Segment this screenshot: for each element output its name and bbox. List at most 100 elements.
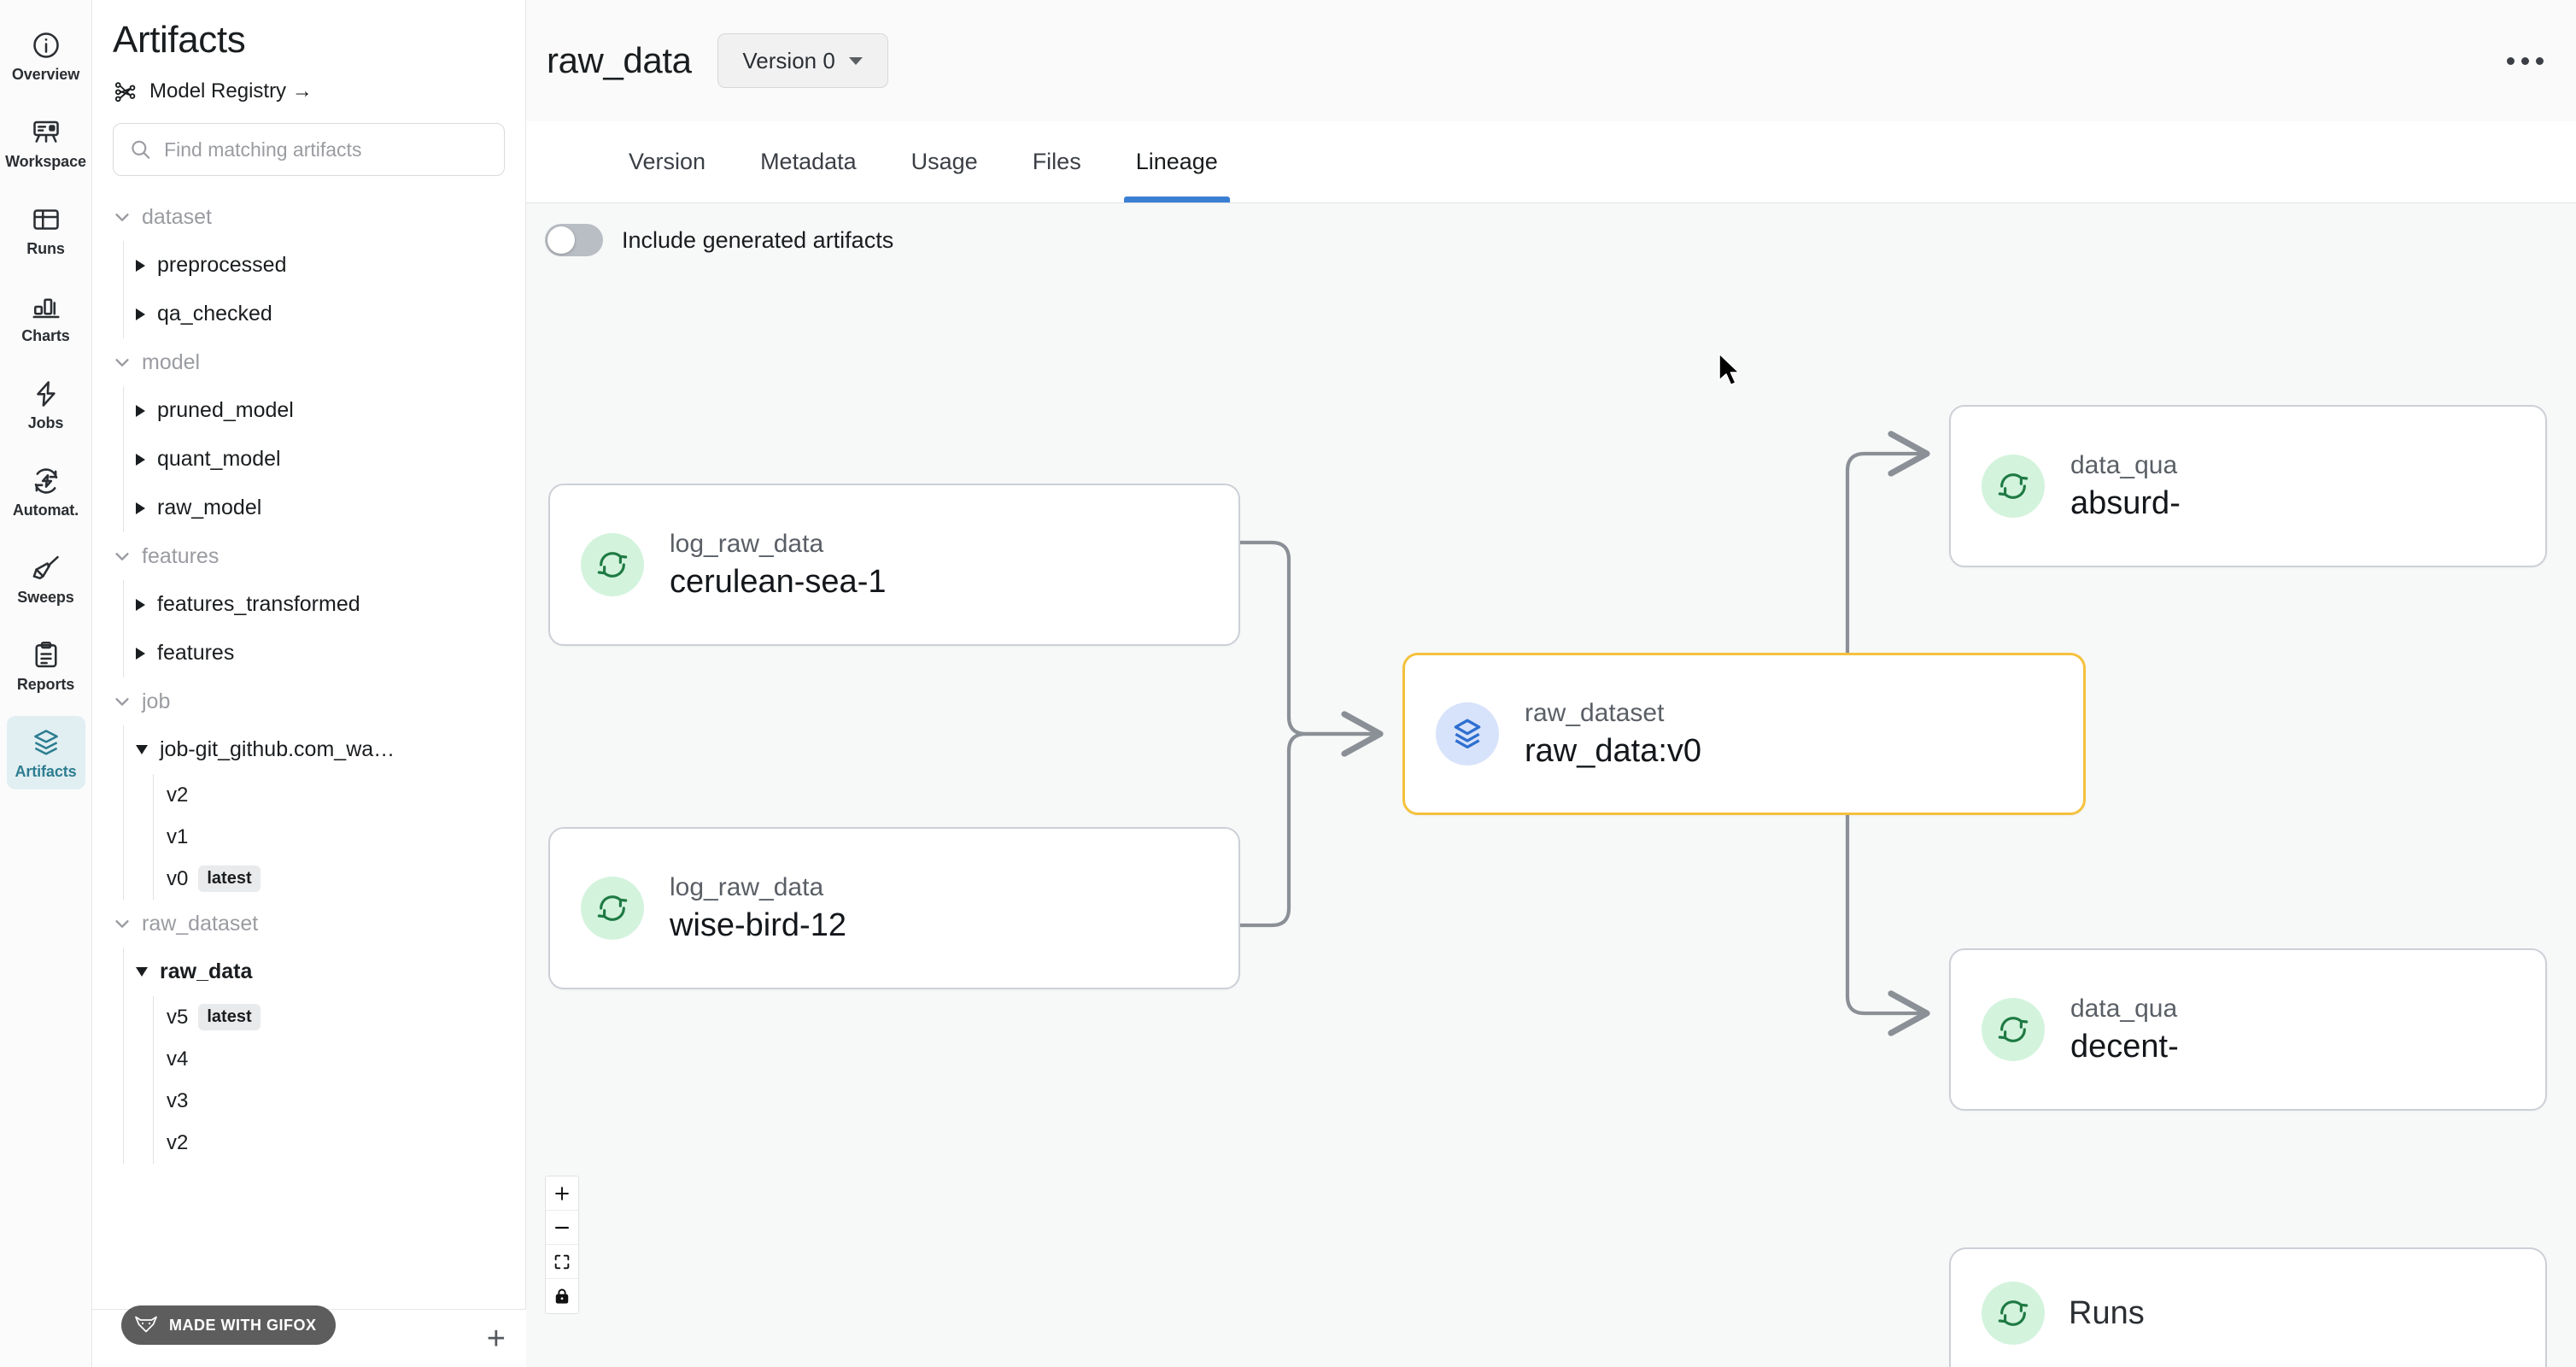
artifact-tree-node[interactable]: pruned_model <box>124 386 525 435</box>
tab-metadata[interactable]: Metadata <box>733 121 884 202</box>
artifact-tree-node[interactable]: qa_checked <box>124 290 525 338</box>
artifact-node-label: preprocessed <box>157 253 287 277</box>
artifact-node-label: pruned_model <box>157 398 294 422</box>
node-subtitle: log_raw_data <box>670 872 824 901</box>
tab-label: Version <box>629 149 706 174</box>
triangle-right-icon[interactable] <box>136 308 145 320</box>
node-subtitle: log_raw_data <box>670 529 824 558</box>
artifact-tree-node[interactable]: job-git_github.com_wa… <box>124 725 525 774</box>
tab-files[interactable]: Files <box>1005 121 1109 202</box>
latest-badge: latest <box>198 865 261 892</box>
lineage-node-artifact-selected[interactable]: raw_dataset raw_data:v0 <box>1402 653 2086 815</box>
gifox-label: MADE WITH GIFOX <box>169 1316 317 1334</box>
zoom-controls <box>545 1176 579 1314</box>
triangle-right-icon[interactable] <box>136 598 145 611</box>
rail-label: Automat. <box>12 501 79 519</box>
tab-version[interactable]: Version <box>601 121 733 202</box>
runs-panel-title: Runs <box>2069 1294 2145 1331</box>
tab-lineage[interactable]: Lineage <box>1109 121 1245 202</box>
version-select[interactable]: Version 0 <box>717 33 888 88</box>
zoom-out-button[interactable] <box>546 1211 578 1245</box>
run-refresh-icon <box>1998 1017 2029 1042</box>
artifact-version-item[interactable]: v2 <box>154 1122 525 1164</box>
artifact-search-box[interactable] <box>113 123 505 176</box>
version-label: v4 <box>167 1047 189 1071</box>
artifact-tree-node[interactable]: features_transformed <box>124 580 525 629</box>
model-registry-link[interactable]: Model Registry → <box>92 62 525 104</box>
artifacts-sidebar: Artifacts Model Registry → datasetprepro… <box>92 0 526 1367</box>
artifact-type-group-header[interactable]: model <box>113 338 525 386</box>
run-refresh-icon <box>1998 1300 2029 1326</box>
artifact-version-item[interactable]: v2 <box>154 774 525 816</box>
dot <box>2507 56 2515 65</box>
lock-icon <box>555 1288 569 1304</box>
rail-item-jobs[interactable]: Jobs <box>7 367 85 441</box>
triangle-right-icon[interactable] <box>136 404 145 417</box>
artifact-type-group-header[interactable]: features <box>113 532 525 580</box>
triangle-right-icon[interactable] <box>136 647 145 660</box>
artifact-type-group-header[interactable]: job <box>113 678 525 725</box>
rail-item-sweeps[interactable]: Sweeps <box>7 542 85 615</box>
overflow-menu-button[interactable] <box>2507 56 2544 65</box>
artifact-tree-node[interactable]: raw_model <box>124 484 525 532</box>
artifact-version-item[interactable]: v1 <box>154 816 525 858</box>
gifox-watermark: MADE WITH GIFOX <box>121 1305 336 1345</box>
group-label: raw_dataset <box>142 911 259 936</box>
lock-button[interactable] <box>546 1279 578 1313</box>
fit-view-button[interactable] <box>546 1245 578 1279</box>
model-registry-graph-icon <box>114 82 136 103</box>
artifact-version-item[interactable]: v3 <box>154 1080 525 1122</box>
run-refresh-icon <box>597 895 628 921</box>
include-generated-artifacts-toggle[interactable] <box>545 224 603 256</box>
artifact-tree-node[interactable]: quant_model <box>124 435 525 484</box>
lineage-node-run[interactable]: log_raw_data cerulean-sea-1 <box>548 484 1240 646</box>
run-icon-badge <box>1982 998 2045 1061</box>
artifact-node-label: raw_data <box>160 959 253 983</box>
zoom-in-button[interactable] <box>546 1176 578 1211</box>
rail-item-reports[interactable]: Reports <box>7 629 85 702</box>
triangle-right-icon[interactable] <box>136 502 145 514</box>
lineage-node-run[interactable]: data_qua decent- <box>1949 948 2547 1111</box>
rail-label: Sweeps <box>17 588 74 606</box>
group-label: job <box>142 689 171 713</box>
lineage-node-run[interactable]: log_raw_data wise-bird-12 <box>548 827 1240 989</box>
triangle-down-icon[interactable] <box>136 745 148 754</box>
artifact-tree-node[interactable]: features <box>124 629 525 678</box>
add-artifact-button[interactable]: + <box>486 1320 506 1357</box>
tab-label: Lineage <box>1135 149 1218 174</box>
artifact-tree-node[interactable]: raw_data <box>124 948 525 996</box>
tab-usage[interactable]: Usage <box>884 121 1005 202</box>
artifact-version-item[interactable]: v4 <box>154 1038 525 1080</box>
triangle-right-icon[interactable] <box>136 453 145 466</box>
search-input[interactable] <box>164 138 489 161</box>
rail-item-automations[interactable]: Automat. <box>7 455 85 528</box>
rail-item-runs[interactable]: Runs <box>7 193 85 267</box>
run-refresh-icon <box>1998 473 2029 499</box>
artifact-type-group-header[interactable]: dataset <box>113 193 525 241</box>
rail-item-artifacts[interactable]: Artifacts <box>6 716 85 789</box>
artifact-type-group-header[interactable]: raw_dataset <box>113 900 525 948</box>
rail-item-workspace[interactable]: Workspace <box>5 106 86 179</box>
artifact-node-text: raw_dataset raw_data:v0 <box>1525 699 1701 770</box>
chevron-down-icon <box>848 56 863 65</box>
lineage-node-run[interactable]: data_qua absurd- <box>1949 405 2547 567</box>
rail-label: Artifacts <box>15 762 77 780</box>
run-icon-badge <box>1982 1282 2045 1345</box>
triangle-right-icon[interactable] <box>136 259 145 272</box>
rail-item-charts[interactable]: Charts <box>7 280 85 354</box>
rail-item-overview[interactable]: Overview <box>7 19 85 92</box>
rail-label: Runs <box>26 239 65 257</box>
artifact-type-group: dataset preprocessed qa_checked <box>113 193 525 338</box>
triangle-down-icon[interactable] <box>136 967 148 977</box>
runs-panel[interactable]: Runs Search Ru <box>1949 1247 2547 1367</box>
lineage-canvas[interactable]: Include generated artifacts <box>526 203 2576 1367</box>
artifact-tree-node[interactable]: preprocessed <box>124 241 525 290</box>
group-label: features <box>142 543 220 568</box>
